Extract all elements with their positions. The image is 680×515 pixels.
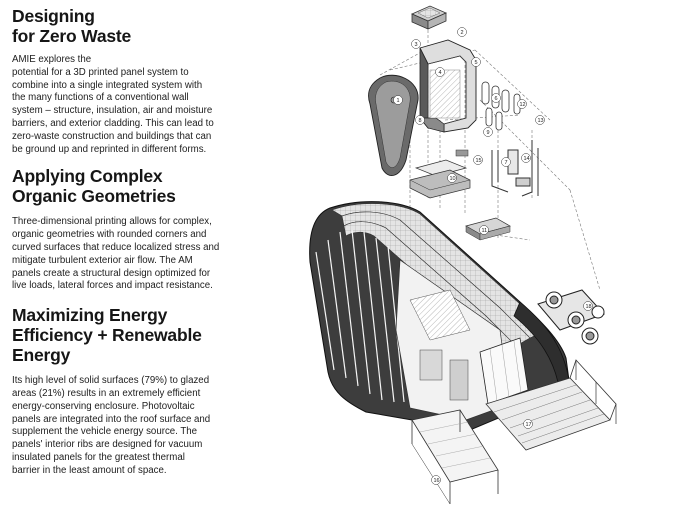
wheels	[537, 289, 605, 345]
callout-12: 12	[517, 99, 527, 109]
callout-label-17: 17	[526, 422, 532, 428]
callout-4: 4	[435, 67, 445, 77]
callout-15: 15	[473, 155, 483, 165]
callout-label-13: 13	[538, 118, 544, 124]
callout-label-16: 16	[434, 478, 440, 484]
callout-2: 2	[457, 27, 467, 37]
section-body-zero-waste: AMIE explores the potential for a 3D pri…	[12, 54, 214, 155]
callout-3: 3	[411, 39, 421, 49]
callout-label-2: 2	[461, 30, 464, 36]
callout-label-6: 6	[495, 96, 498, 102]
callout-label-12: 12	[520, 102, 526, 108]
roof-module-top	[411, 5, 447, 30]
callout-label-3: 3	[415, 42, 418, 48]
section-body-organic-geometries: Three-dimensional printing allows for co…	[12, 216, 220, 292]
callout-7: 7	[501, 157, 511, 167]
section-heading-organic-geometries: Applying Complex Organic Geometries	[12, 166, 176, 207]
callout-label-10: 10	[450, 176, 456, 182]
interior-components	[409, 149, 511, 241]
callout-label-1: 1	[397, 98, 400, 104]
section-heading-energy-efficiency: Maximizing Energy Efficiency + Renewable…	[12, 305, 202, 366]
door-frame-module	[419, 39, 477, 133]
callout-10: 10	[447, 173, 457, 183]
callout-1: 1	[393, 95, 403, 105]
door-jamb-pieces	[491, 140, 539, 197]
callout-label-15: 15	[476, 158, 482, 164]
text-column: Designing for Zero Waste AMIE explores t…	[12, 6, 248, 478]
callout-label-11: 11	[482, 228, 488, 234]
callout-labels: 1 2 3 4 5 6 7 8 9 10 11 12 13 14 15 16 1…	[393, 27, 593, 485]
entry-stair	[485, 359, 617, 451]
callout-label-8: 8	[419, 118, 422, 124]
curved-end-panel	[368, 74, 419, 176]
callout-9: 9	[483, 127, 493, 137]
callout-label-14: 14	[524, 156, 530, 162]
callout-label-4: 4	[439, 70, 442, 76]
callout-16: 16	[431, 475, 441, 485]
callout-17: 17	[523, 419, 533, 429]
exploded-axonometric-svg: 1 2 3 4 5 6 7 8 9 10 11 12 13 14 15 16 1…	[309, 5, 617, 505]
callout-label-7: 7	[505, 160, 508, 166]
callout-18: 18	[583, 301, 593, 311]
callout-6: 6	[491, 93, 501, 103]
exploded-axonometric-drawing: 1 2 3 4 5 6 7 8 9 10 11 12 13 14 15 16 1…	[270, 0, 680, 510]
section-body-energy-efficiency: Its high level of solid surfaces (79%) t…	[12, 375, 211, 476]
section-heading-zero-waste: Designing for Zero Waste	[12, 6, 132, 46]
callout-label-5: 5	[475, 60, 478, 66]
callout-14: 14	[521, 153, 531, 163]
main-shell	[309, 201, 571, 431]
callout-8: 8	[415, 115, 425, 125]
callout-5: 5	[471, 57, 481, 67]
callout-label-18: 18	[586, 304, 592, 310]
deck-platform	[411, 409, 499, 505]
callout-13: 13	[535, 115, 545, 125]
callout-label-9: 9	[487, 130, 490, 136]
window-components	[481, 81, 521, 131]
callout-11: 11	[479, 225, 489, 235]
